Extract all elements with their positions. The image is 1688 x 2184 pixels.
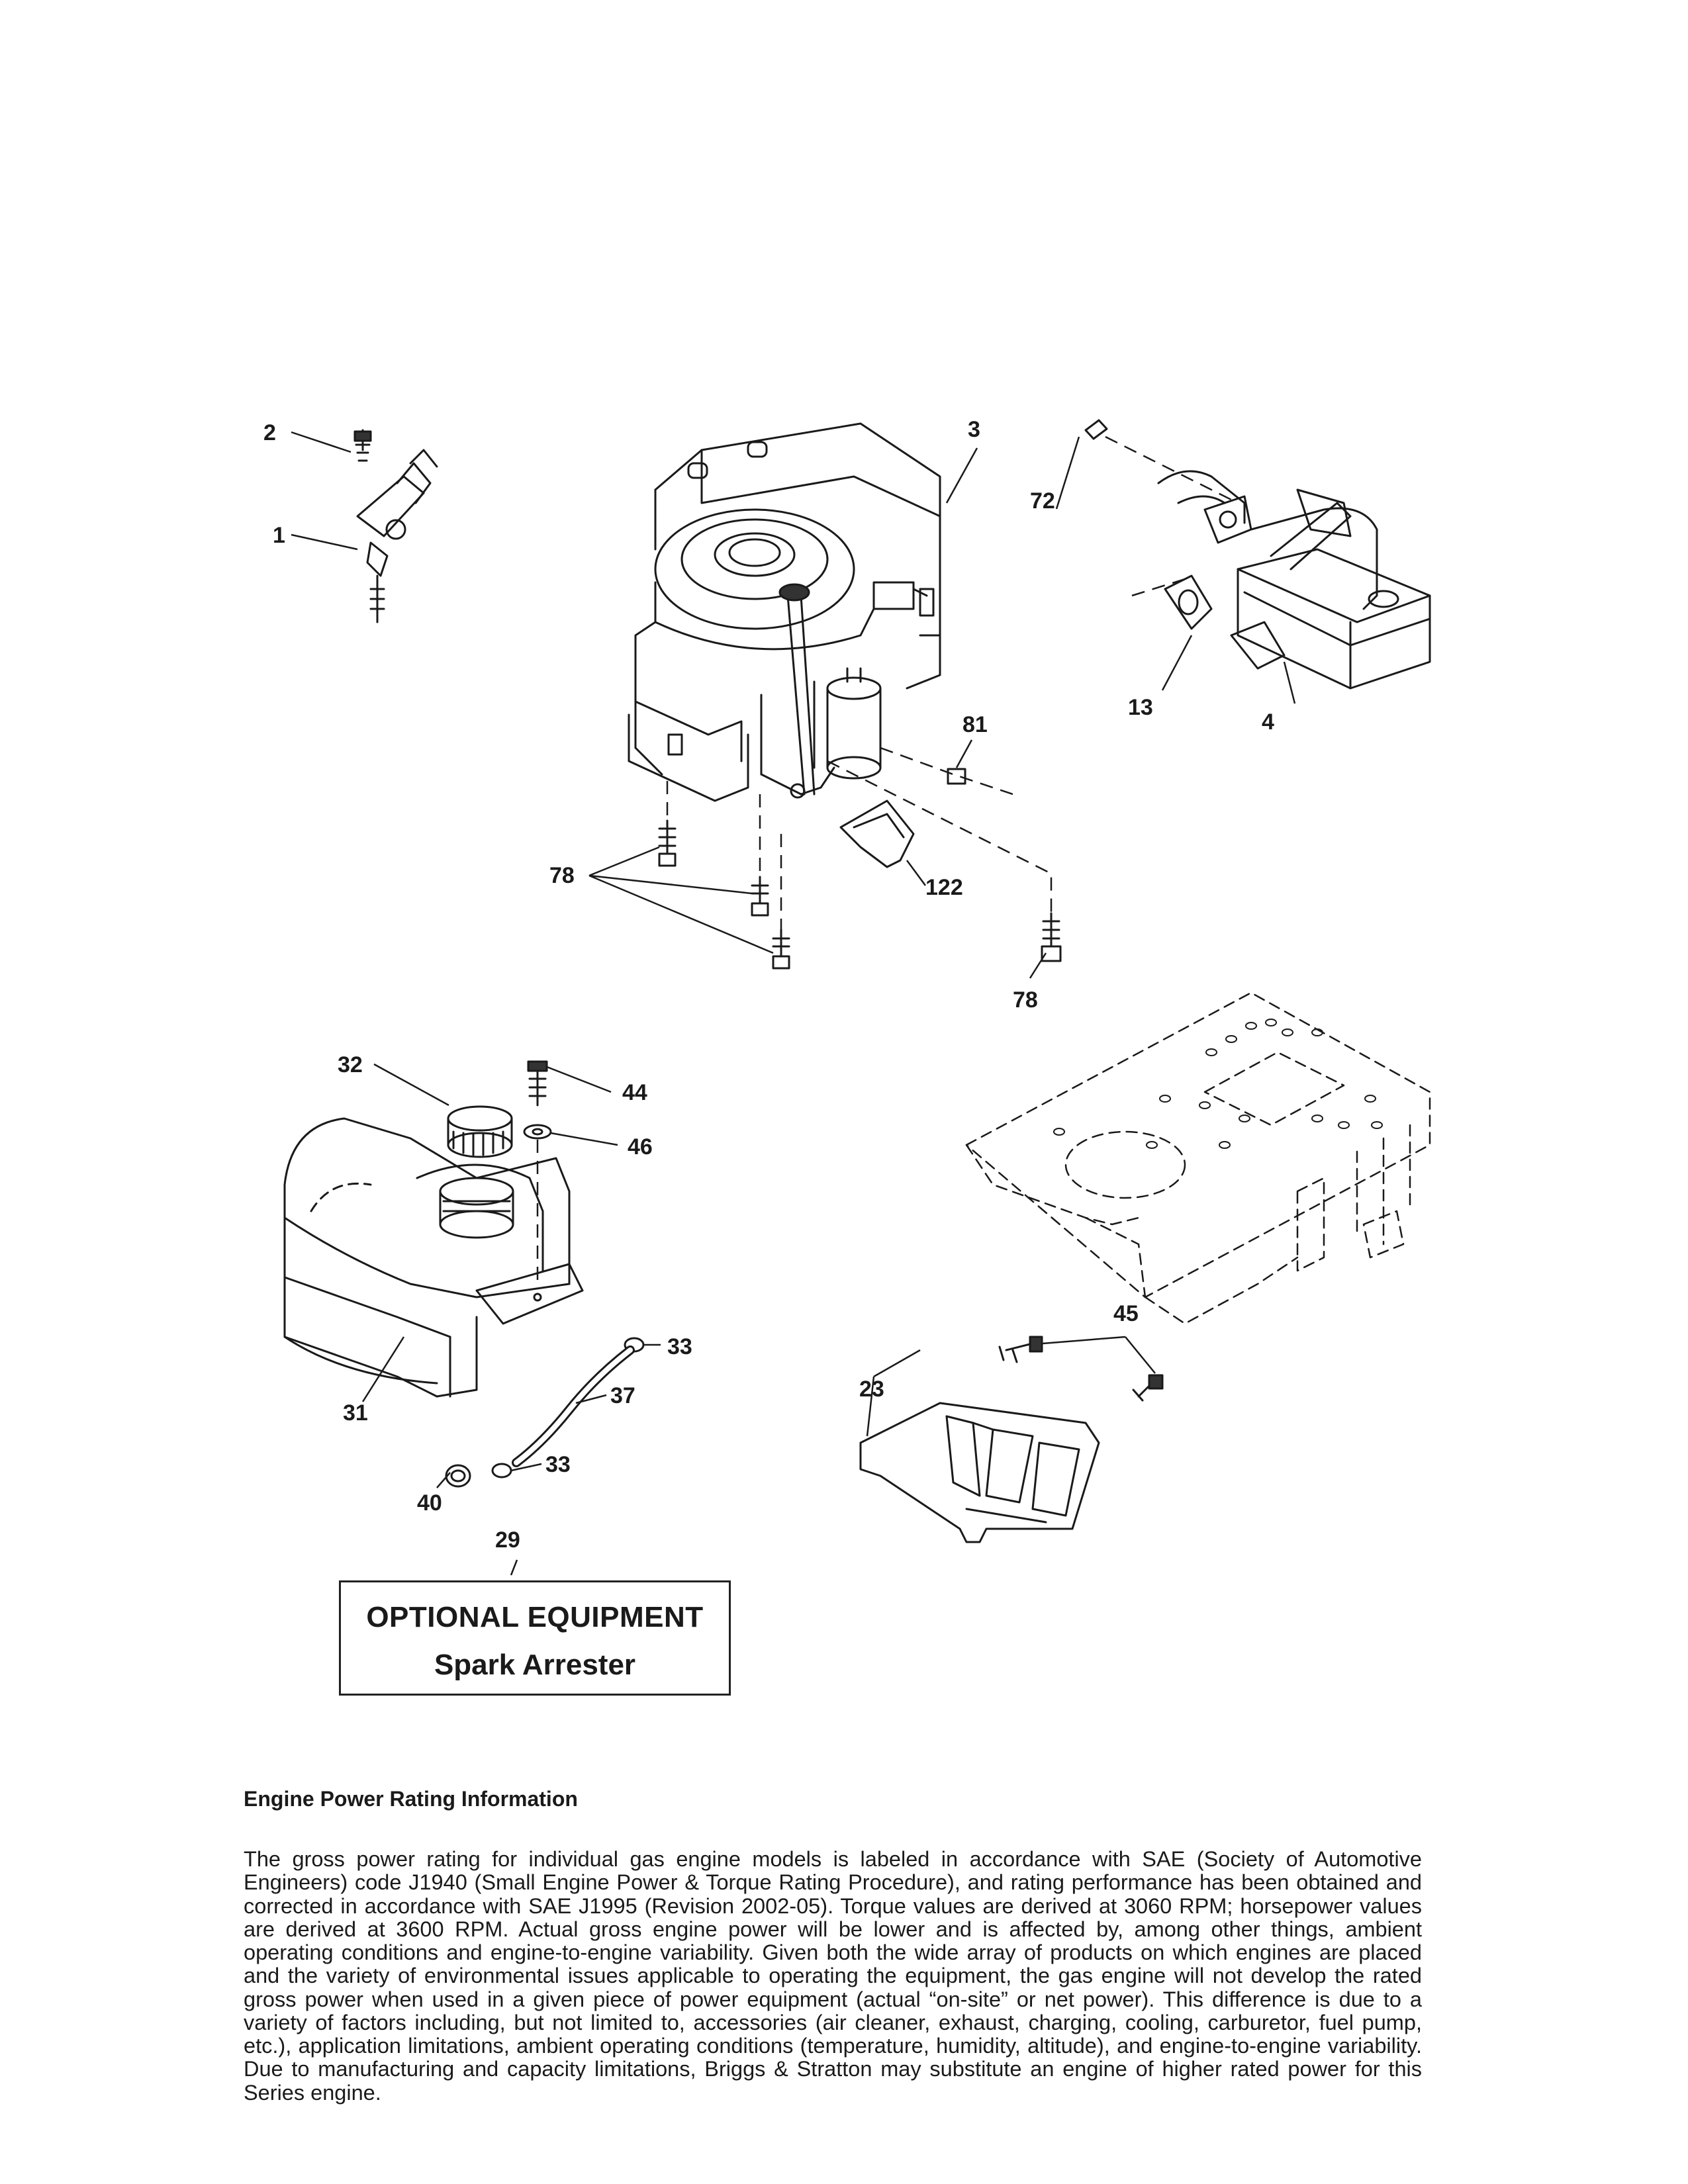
power-rating-heading: Engine Power Rating Information	[244, 1787, 578, 1811]
callout-13: 13	[1128, 695, 1153, 720]
callout-72: 72	[1030, 488, 1055, 514]
callout-37: 37	[610, 1383, 635, 1408]
optional-equipment-item: Spark Arrester	[434, 1649, 636, 1681]
callout-numbers: 2 1 3 72 13 4 81 122 78 78 32 44 46 33 3…	[263, 417, 1274, 1553]
callout-78-single: 78	[1013, 987, 1038, 1013]
callout-33-lower: 33	[545, 1452, 571, 1477]
callout-3: 3	[968, 417, 980, 442]
callout-44: 44	[622, 1080, 647, 1105]
fuel-tank	[283, 1117, 584, 1398]
chassis-holes	[1053, 1019, 1383, 1149]
callout-1: 1	[273, 523, 285, 548]
callout-46: 46	[628, 1134, 653, 1160]
engine-mounting-bolts	[658, 768, 1062, 970]
fuel-line-and-clamps	[445, 1337, 645, 1488]
callout-31: 31	[343, 1400, 368, 1426]
muffler	[1084, 419, 1431, 690]
leader-lines	[291, 431, 1296, 1576]
optional-equipment-box: OPTIONAL EQUIPMENT Spark Arrester	[339, 1580, 731, 1696]
callout-40: 40	[417, 1490, 442, 1516]
callout-32: 32	[338, 1052, 363, 1077]
optional-equipment-title: OPTIONAL EQUIPMENT	[366, 1601, 704, 1633]
engine	[628, 422, 941, 802]
tank-screw-and-washer	[523, 1060, 552, 1140]
callout-23: 23	[859, 1377, 884, 1402]
assembly-lines	[536, 435, 1239, 1284]
fuel-cap	[447, 1105, 513, 1158]
callout-81: 81	[962, 712, 988, 737]
callout-122: 122	[925, 875, 963, 900]
callout-29: 29	[495, 1527, 520, 1553]
callout-33-upper: 33	[667, 1334, 692, 1359]
chassis-frame	[965, 991, 1431, 1325]
throttle-control-bracket	[353, 429, 438, 623]
callout-2: 2	[263, 420, 276, 445]
callout-45: 45	[1113, 1301, 1139, 1326]
callout-78-cluster: 78	[549, 863, 575, 888]
callout-4: 4	[1262, 709, 1274, 735]
engine-shield-plate	[859, 1336, 1164, 1543]
exhaust-gasket	[1164, 574, 1286, 670]
heat-shield	[839, 799, 915, 868]
power-rating-paragraph: The gross power rating for individual ga…	[244, 1847, 1422, 2105]
